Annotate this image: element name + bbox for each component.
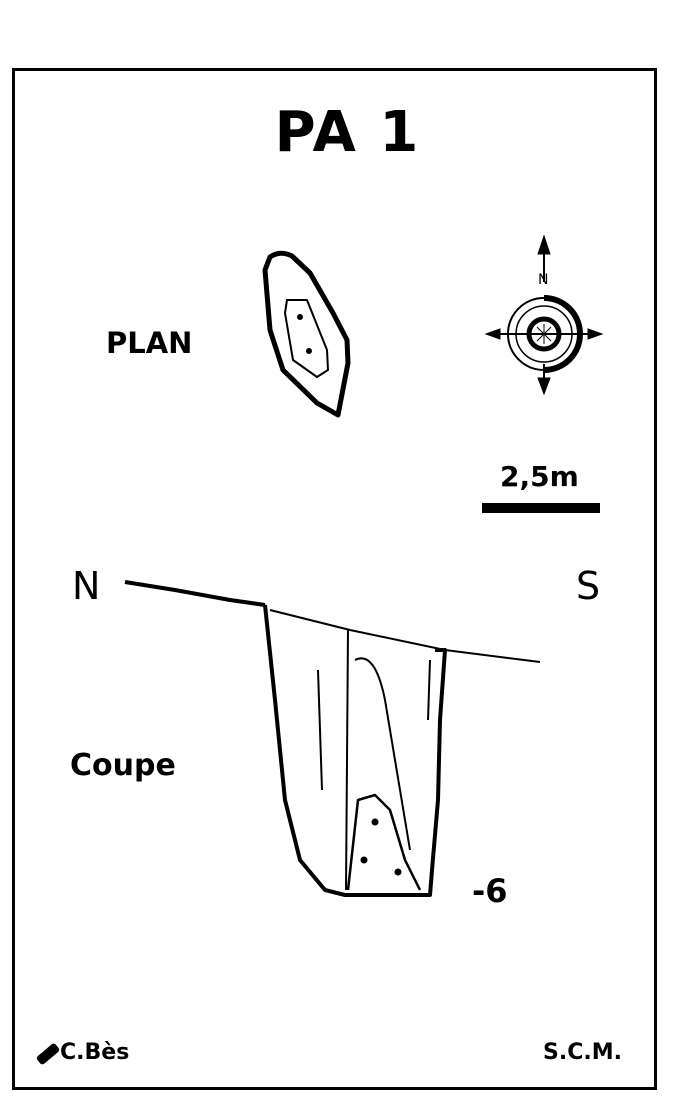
- author-label: C.Bès: [60, 1040, 130, 1065]
- shaft-wall: [263, 604, 447, 897]
- map-frame: [12, 68, 657, 1090]
- depth-label: -6: [472, 872, 508, 910]
- section-south-label: S: [576, 564, 601, 608]
- compass-rose-icon: [484, 234, 604, 396]
- pencil-icon: [36, 1043, 60, 1065]
- plan-rubble-icons: [297, 314, 312, 354]
- scale-bar: [482, 503, 600, 513]
- section-view: [124, 580, 541, 897]
- shaft-inner-line: [317, 629, 431, 891]
- plan-view: [262, 250, 351, 418]
- surface-line-north: [124, 580, 266, 607]
- rubble-cone: [346, 793, 422, 891]
- club-label: S.C.M.: [543, 1040, 622, 1065]
- plan-outline: [262, 250, 351, 418]
- section-rubble-icons: [360, 818, 402, 876]
- cave-title: PA 1: [274, 100, 421, 165]
- scale-label: 2,5m: [500, 460, 579, 493]
- section-label: Coupe: [70, 748, 176, 783]
- plan-label: PLAN: [106, 326, 193, 360]
- plan-inner-contour: [283, 299, 330, 379]
- section-north-label: N: [72, 564, 101, 608]
- surface-line-south: [269, 609, 541, 663]
